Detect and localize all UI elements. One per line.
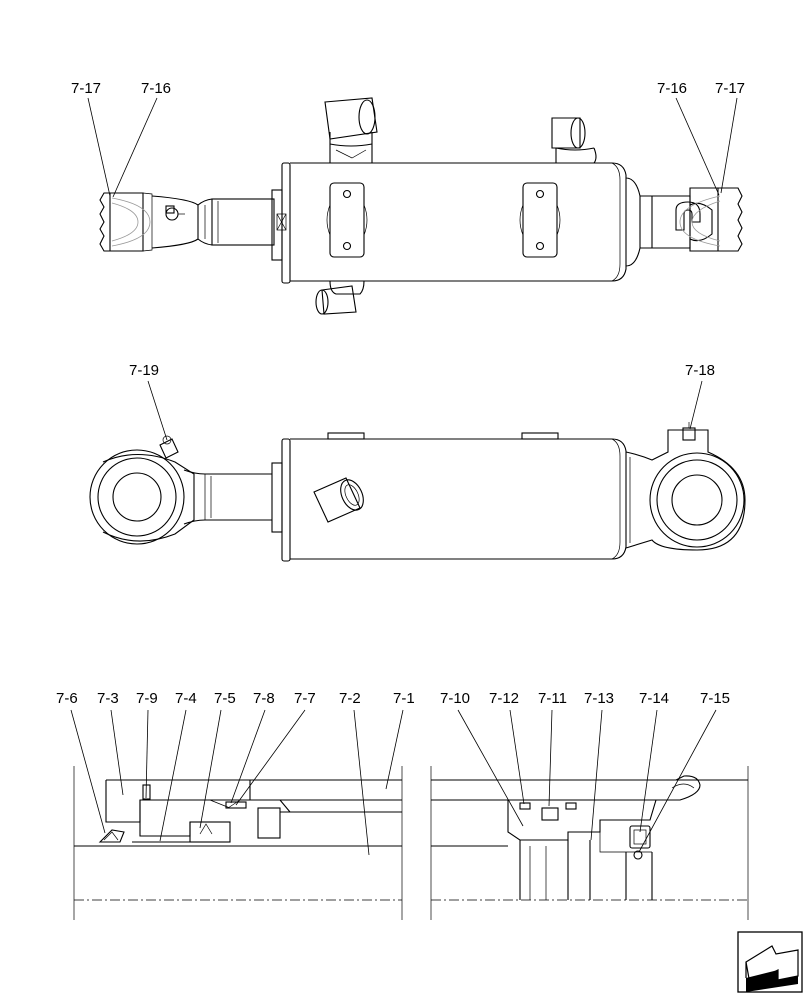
leader-7-8 — [230, 709, 266, 804]
leader-7-12 — [509, 709, 525, 805]
leader-7-14 — [639, 709, 658, 833]
section-view-piston: 7-10 7-12 7-11 7-13 7-14 7-15 — [431, 690, 748, 901]
leader-7-19 — [147, 380, 168, 441]
next-page-arrow-icon[interactable] — [737, 931, 803, 993]
callout-7-6: 7-6 — [56, 690, 78, 707]
callout-7-17-top-right: 7-17 — [715, 80, 745, 97]
leader-7-18 — [689, 380, 703, 430]
mounting-block-left — [326, 182, 368, 258]
mounting-block-right — [519, 182, 561, 258]
bottom-port-elbow — [315, 280, 365, 315]
callout-7-9: 7-9 — [136, 690, 158, 707]
callout-7-16-top-right: 7-16 — [657, 80, 687, 97]
callout-7-12: 7-12 — [489, 690, 519, 707]
callout-7-14: 7-14 — [639, 690, 669, 707]
callout-7-15: 7-15 — [700, 690, 730, 707]
leader-7-9 — [145, 709, 149, 799]
callout-7-10: 7-10 — [440, 690, 470, 707]
leader-7-2 — [353, 709, 370, 856]
cylinder-side-view: 7-19 7-18 — [89, 362, 746, 562]
leader-7-3 — [110, 709, 124, 796]
callout-7-18: 7-18 — [685, 362, 715, 379]
grease-fitting-side — [159, 435, 179, 459]
callout-7-7: 7-7 — [294, 690, 316, 707]
section-view-rod-end: 7-6 7-3 7-9 7-4 7-5 7-8 7-7 7-2 7-1 — [56, 690, 749, 920]
leader-7-15 — [638, 709, 717, 853]
left-clevis — [99, 192, 153, 252]
callout-7-13: 7-13 — [584, 690, 614, 707]
side-port-fitting — [313, 477, 364, 523]
leader-7-4 — [159, 709, 187, 842]
callout-7-11: 7-11 — [538, 690, 567, 707]
callout-7-3: 7-3 — [97, 690, 119, 707]
leader-7-17-top-left — [87, 97, 111, 197]
callout-7-4: 7-4 — [175, 690, 197, 707]
leader-7-7 — [235, 709, 306, 806]
cylinder-top-view: 7-17 7-16 7-16 7-17 — [71, 80, 745, 315]
left-rod-eye — [89, 449, 195, 545]
right-cap-eye — [625, 422, 746, 551]
top-port-elbow-left — [324, 97, 378, 163]
leader-7-1 — [385, 709, 404, 790]
leader-7-5 — [199, 709, 222, 829]
leader-7-11 — [548, 709, 553, 807]
leader-7-16-top-right — [675, 97, 720, 196]
callout-7-16-top-left: 7-16 — [141, 80, 171, 97]
top-port-elbow-right — [551, 117, 597, 164]
leader-7-17-top-right — [720, 97, 738, 194]
leader-7-6 — [70, 709, 106, 834]
leader-7-16-top-left — [112, 97, 158, 198]
callout-7-1: 7-1 — [393, 690, 415, 707]
leader-7-10 — [457, 709, 524, 827]
callout-7-5: 7-5 — [214, 690, 236, 707]
right-clevis — [675, 187, 743, 252]
leader-7-13 — [590, 709, 603, 841]
grease-fitting-left — [165, 205, 185, 221]
callout-7-19: 7-19 — [129, 362, 159, 379]
callout-7-8: 7-8 — [253, 690, 275, 707]
callout-7-2: 7-2 — [339, 690, 361, 707]
callout-7-17-top-left: 7-17 — [71, 80, 101, 97]
